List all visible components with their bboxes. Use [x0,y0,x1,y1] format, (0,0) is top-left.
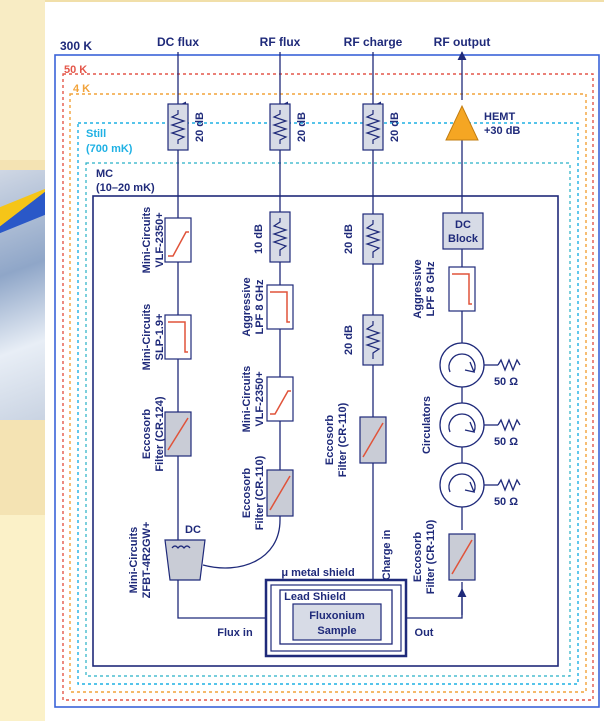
eccosorb-out-label-2: Filter (CR-110) [425,519,437,594]
flux-in-label: Flux in [217,627,253,639]
charge-in-label: Charge in [381,529,393,580]
out-label: Out [415,627,434,639]
lpf-rf-label-2: LPF 8 GHz [254,279,266,335]
dc-block-label-2: Block [448,233,479,245]
eccosorb-out-label-1: Eccosorb [412,532,424,582]
mu-metal-shield-label: μ metal shield [281,567,354,579]
attenuator-dc-flux [168,104,188,150]
vlf2350-dc-label-2: VLF-2350+ [154,212,166,267]
bias-tee-dc-label: DC [185,524,201,536]
attenuator-charge-mc-1 [363,214,383,264]
lpf-out-label-1: Aggressive [412,259,424,318]
label-4k: 4 K [73,83,90,95]
attenuator-rf-charge-label: 20 dB [389,112,401,142]
lpf-out-label-2: LPF 8 GHz [425,261,437,317]
lead-shield-label: Lead Shield [284,591,346,603]
title-rf-flux: RF flux [260,35,301,49]
circulators-label: Circulators [421,396,433,454]
vlf2350-rf-label-2: VLF-2350+ [254,371,266,426]
slp-dc-label-2: SLP-1.9+ [154,314,166,361]
attenuator-rf-flux-label: 20 dB [296,112,308,142]
dc-block-label-1: DC [455,219,471,231]
attenuator-charge-mc-1-label: 20 dB [343,224,355,254]
label-still: Still [86,128,106,140]
lpf-rf-label-1: Aggressive [241,277,253,336]
label-mc: MC [96,168,113,180]
bias-tee-label-1: Mini-Circuits [128,527,140,594]
termination-3-label: 50 Ω [494,496,518,508]
label-mc-temp: (10–20 mK) [96,182,155,194]
hemt-gain: +30 dB [484,125,520,137]
eccosorb-charge-label-1: Eccosorb [324,415,336,465]
vlf2350-rf-label-1: Mini-Circuits [241,366,253,433]
attenuator-rf-flux-mc-label: 10 dB [253,224,265,254]
eccosorb-dc-label-1: Eccosorb [141,409,153,459]
termination-2-label: 50 Ω [494,436,518,448]
attenuator-charge-mc-2-label: 20 dB [343,325,355,355]
attenuator-dc-flux-label: 20 dB [194,112,206,142]
attenuator-rf-flux [270,104,290,150]
title-rf-charge: RF charge [344,35,403,49]
eccosorb-charge-label-2: Filter (CR-110) [337,402,349,477]
eccosorb-rf-label-2: Filter (CR-110) [254,455,266,530]
termination-1-label: 50 Ω [494,376,518,388]
eccosorb-dc-label-2: Filter (CR-124) [154,396,166,472]
slp-dc-label-1: Mini-Circuits [141,304,153,371]
fluxonium-label-1: Fluxonium [309,610,365,622]
label-300k: 300 K [60,39,92,53]
bias-tee [165,540,205,580]
bias-tee-label-2: ZFBT-4R2GW+ [141,522,153,599]
eccosorb-rf-label-1: Eccosorb [241,468,253,518]
title-dc-flux: DC flux [157,35,199,49]
label-still-temp: (700 mK) [86,143,133,155]
title-rf-output: RF output [434,35,491,49]
attenuator-rf-flux-mc [270,212,290,262]
label-50k: 50 K [64,64,87,76]
attenuator-charge-mc-2 [363,315,383,365]
vlf2350-dc-label-1: Mini-Circuits [141,207,153,274]
attenuator-rf-charge [363,104,383,150]
hemt-label: HEMT [484,111,515,123]
fluxonium-label-2: Sample [317,625,356,637]
